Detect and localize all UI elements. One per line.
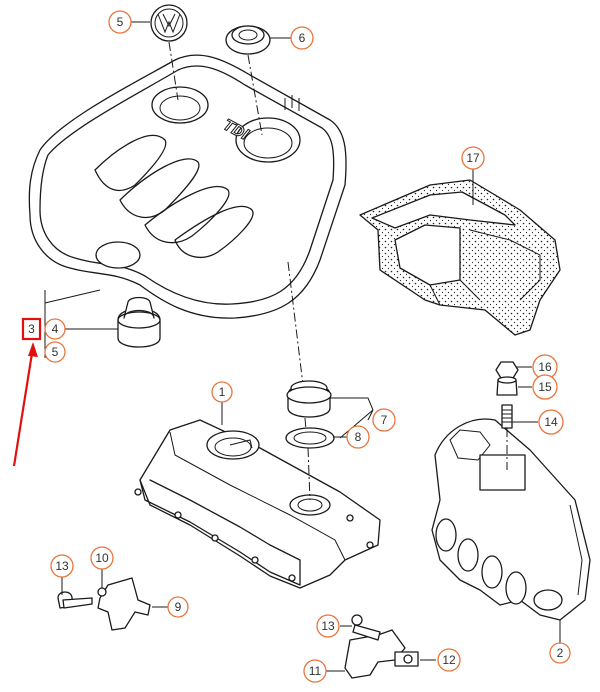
callout-label: 3 bbox=[28, 322, 35, 336]
callout-label: 2 bbox=[557, 646, 564, 660]
grommet-top bbox=[225, 25, 271, 55]
callout-label: 6 bbox=[299, 31, 306, 45]
callout-label: 1 bbox=[219, 385, 226, 399]
callout-2[interactable]: 2 bbox=[549, 642, 571, 664]
callout-label: 11 bbox=[309, 664, 322, 678]
callout-label: 9 bbox=[175, 600, 182, 614]
valve-cover bbox=[134, 419, 381, 589]
callout-label: 14 bbox=[544, 415, 558, 429]
callout-label: 13 bbox=[55, 559, 69, 573]
callout-label: 4 bbox=[52, 322, 59, 336]
seal-ring bbox=[285, 427, 335, 449]
bracket-left bbox=[57, 577, 151, 631]
callout-8[interactable]: 8 bbox=[346, 425, 370, 449]
emblem-badge bbox=[150, 4, 188, 42]
insulation-pad bbox=[359, 179, 561, 336]
callout-7[interactable]: 7 bbox=[372, 408, 396, 432]
callout-5-grommet[interactable]: 5 bbox=[44, 341, 66, 363]
callout-12[interactable]: 12 bbox=[437, 648, 461, 672]
callout-label: 15 bbox=[538, 380, 552, 394]
callout-6[interactable]: 6 bbox=[290, 26, 314, 50]
callout-1[interactable]: 1 bbox=[211, 381, 233, 403]
callout-label: 17 bbox=[466, 151, 480, 165]
callout-label: 16 bbox=[538, 360, 552, 374]
callout-16[interactable]: 16 bbox=[532, 354, 558, 380]
callout-label: 13 bbox=[321, 619, 335, 633]
callout-3-highlighted[interactable]: 3 bbox=[21, 317, 42, 341]
callout-label: 8 bbox=[355, 430, 362, 444]
callout-label: 10 bbox=[95, 551, 109, 565]
exhaust-manifold bbox=[431, 418, 591, 621]
callout-9[interactable]: 9 bbox=[167, 596, 189, 618]
grommet-lower bbox=[117, 296, 161, 348]
callout-15[interactable]: 15 bbox=[532, 374, 558, 400]
callout-14[interactable]: 14 bbox=[538, 409, 564, 435]
bracket-right bbox=[344, 614, 419, 679]
callout-11[interactable]: 11 bbox=[303, 659, 327, 683]
callout-label: 5 bbox=[117, 15, 124, 29]
callout-label: 5 bbox=[52, 345, 59, 359]
callout-4[interactable]: 4 bbox=[44, 318, 66, 340]
callout-13-right[interactable]: 13 bbox=[316, 614, 340, 638]
callout-5-emblem[interactable]: 5 bbox=[108, 10, 132, 34]
callout-13-left[interactable]: 13 bbox=[50, 554, 74, 578]
breather-valve bbox=[286, 380, 332, 418]
highlight-arrow bbox=[12, 342, 38, 467]
callout-10[interactable]: 10 bbox=[90, 546, 114, 570]
callout-label: 12 bbox=[442, 653, 456, 667]
callout-17[interactable]: 17 bbox=[461, 146, 485, 170]
callout-label: 7 bbox=[381, 413, 388, 427]
stud-nut-stack bbox=[495, 361, 519, 470]
leader-lines bbox=[44, 21, 561, 672]
engine-cover: TDI bbox=[28, 54, 347, 319]
